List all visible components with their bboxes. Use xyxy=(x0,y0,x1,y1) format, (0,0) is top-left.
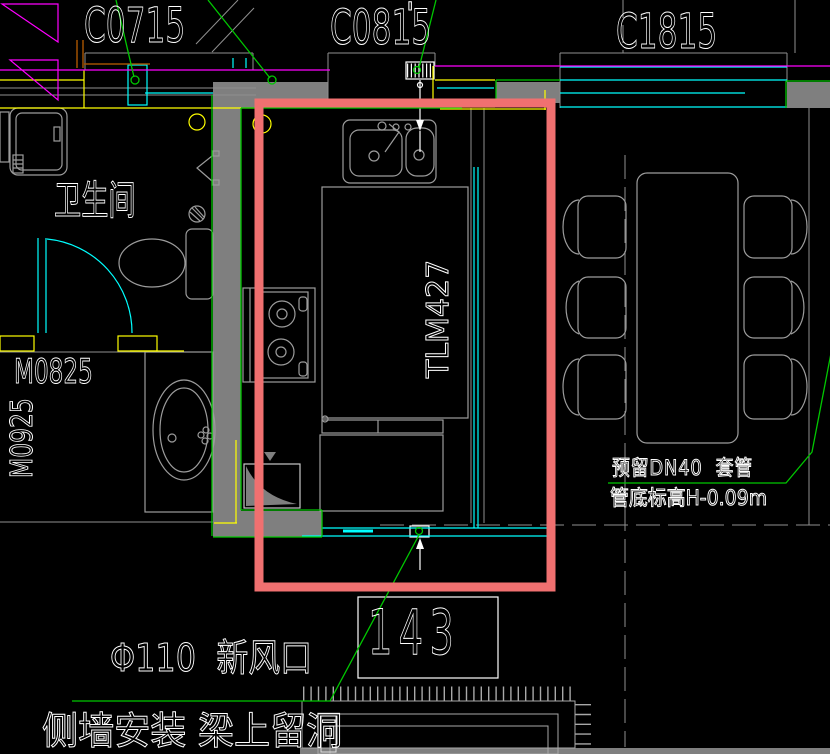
selection-highlight xyxy=(254,98,556,592)
kitchen-sink xyxy=(342,119,437,184)
washing-machine xyxy=(0,107,68,176)
door-label-m0925: M0925 xyxy=(5,398,41,479)
basin-wedge xyxy=(246,466,297,506)
fresh-air-inlet-icon xyxy=(409,525,430,570)
base-cabinet xyxy=(319,434,444,512)
sliding-door-frame xyxy=(470,108,485,523)
fixtures xyxy=(0,107,808,513)
north-triangles xyxy=(0,3,59,102)
marker-triangle xyxy=(264,452,276,461)
kitchen-outline xyxy=(211,95,462,538)
door-label-m0825: M0825 xyxy=(14,352,93,392)
wash-basin xyxy=(144,351,216,513)
window-label-c1815: C1815 xyxy=(616,4,718,60)
counter-shelf xyxy=(321,415,444,434)
dining-chairs xyxy=(562,195,808,420)
glazing-lines xyxy=(37,58,787,537)
detail-number: 143 xyxy=(368,596,460,669)
sleeve-leader xyxy=(608,354,830,484)
window-label-tick: ' xyxy=(405,0,415,32)
dining-table xyxy=(636,172,739,444)
bottom-detail xyxy=(301,686,591,754)
toilet xyxy=(118,228,214,300)
axis-lines xyxy=(0,3,830,102)
floor-drain xyxy=(188,205,206,223)
kitchen-island xyxy=(321,186,469,419)
fresh-air-note-line1: Φ110 新风口 xyxy=(110,636,313,680)
cooktop xyxy=(242,287,316,383)
beam-lines xyxy=(76,40,150,68)
fresh-air-note-line2: 侧墙安装 梁上留洞 xyxy=(42,709,343,753)
sleeve-note-line2: 管底标高H-0.09m xyxy=(610,486,768,510)
white-symbols xyxy=(357,61,499,679)
riser-circle-bath xyxy=(188,113,206,131)
sleeve-note-line1: 预留DN40 套管 xyxy=(612,456,754,480)
room-label-bathroom: 卫生间 xyxy=(54,178,136,224)
basin-box xyxy=(243,463,301,509)
door-label-tlm427: TLM427 xyxy=(421,259,457,378)
detail-number-box xyxy=(357,596,499,679)
bathroom-door xyxy=(37,238,133,334)
sliding-door-panels xyxy=(302,167,548,537)
window-marker xyxy=(127,64,148,106)
window-label-c0715: C0715 xyxy=(84,0,186,54)
flow-arrow-top xyxy=(416,80,424,152)
window-label-c0815: C0815 xyxy=(330,0,432,56)
